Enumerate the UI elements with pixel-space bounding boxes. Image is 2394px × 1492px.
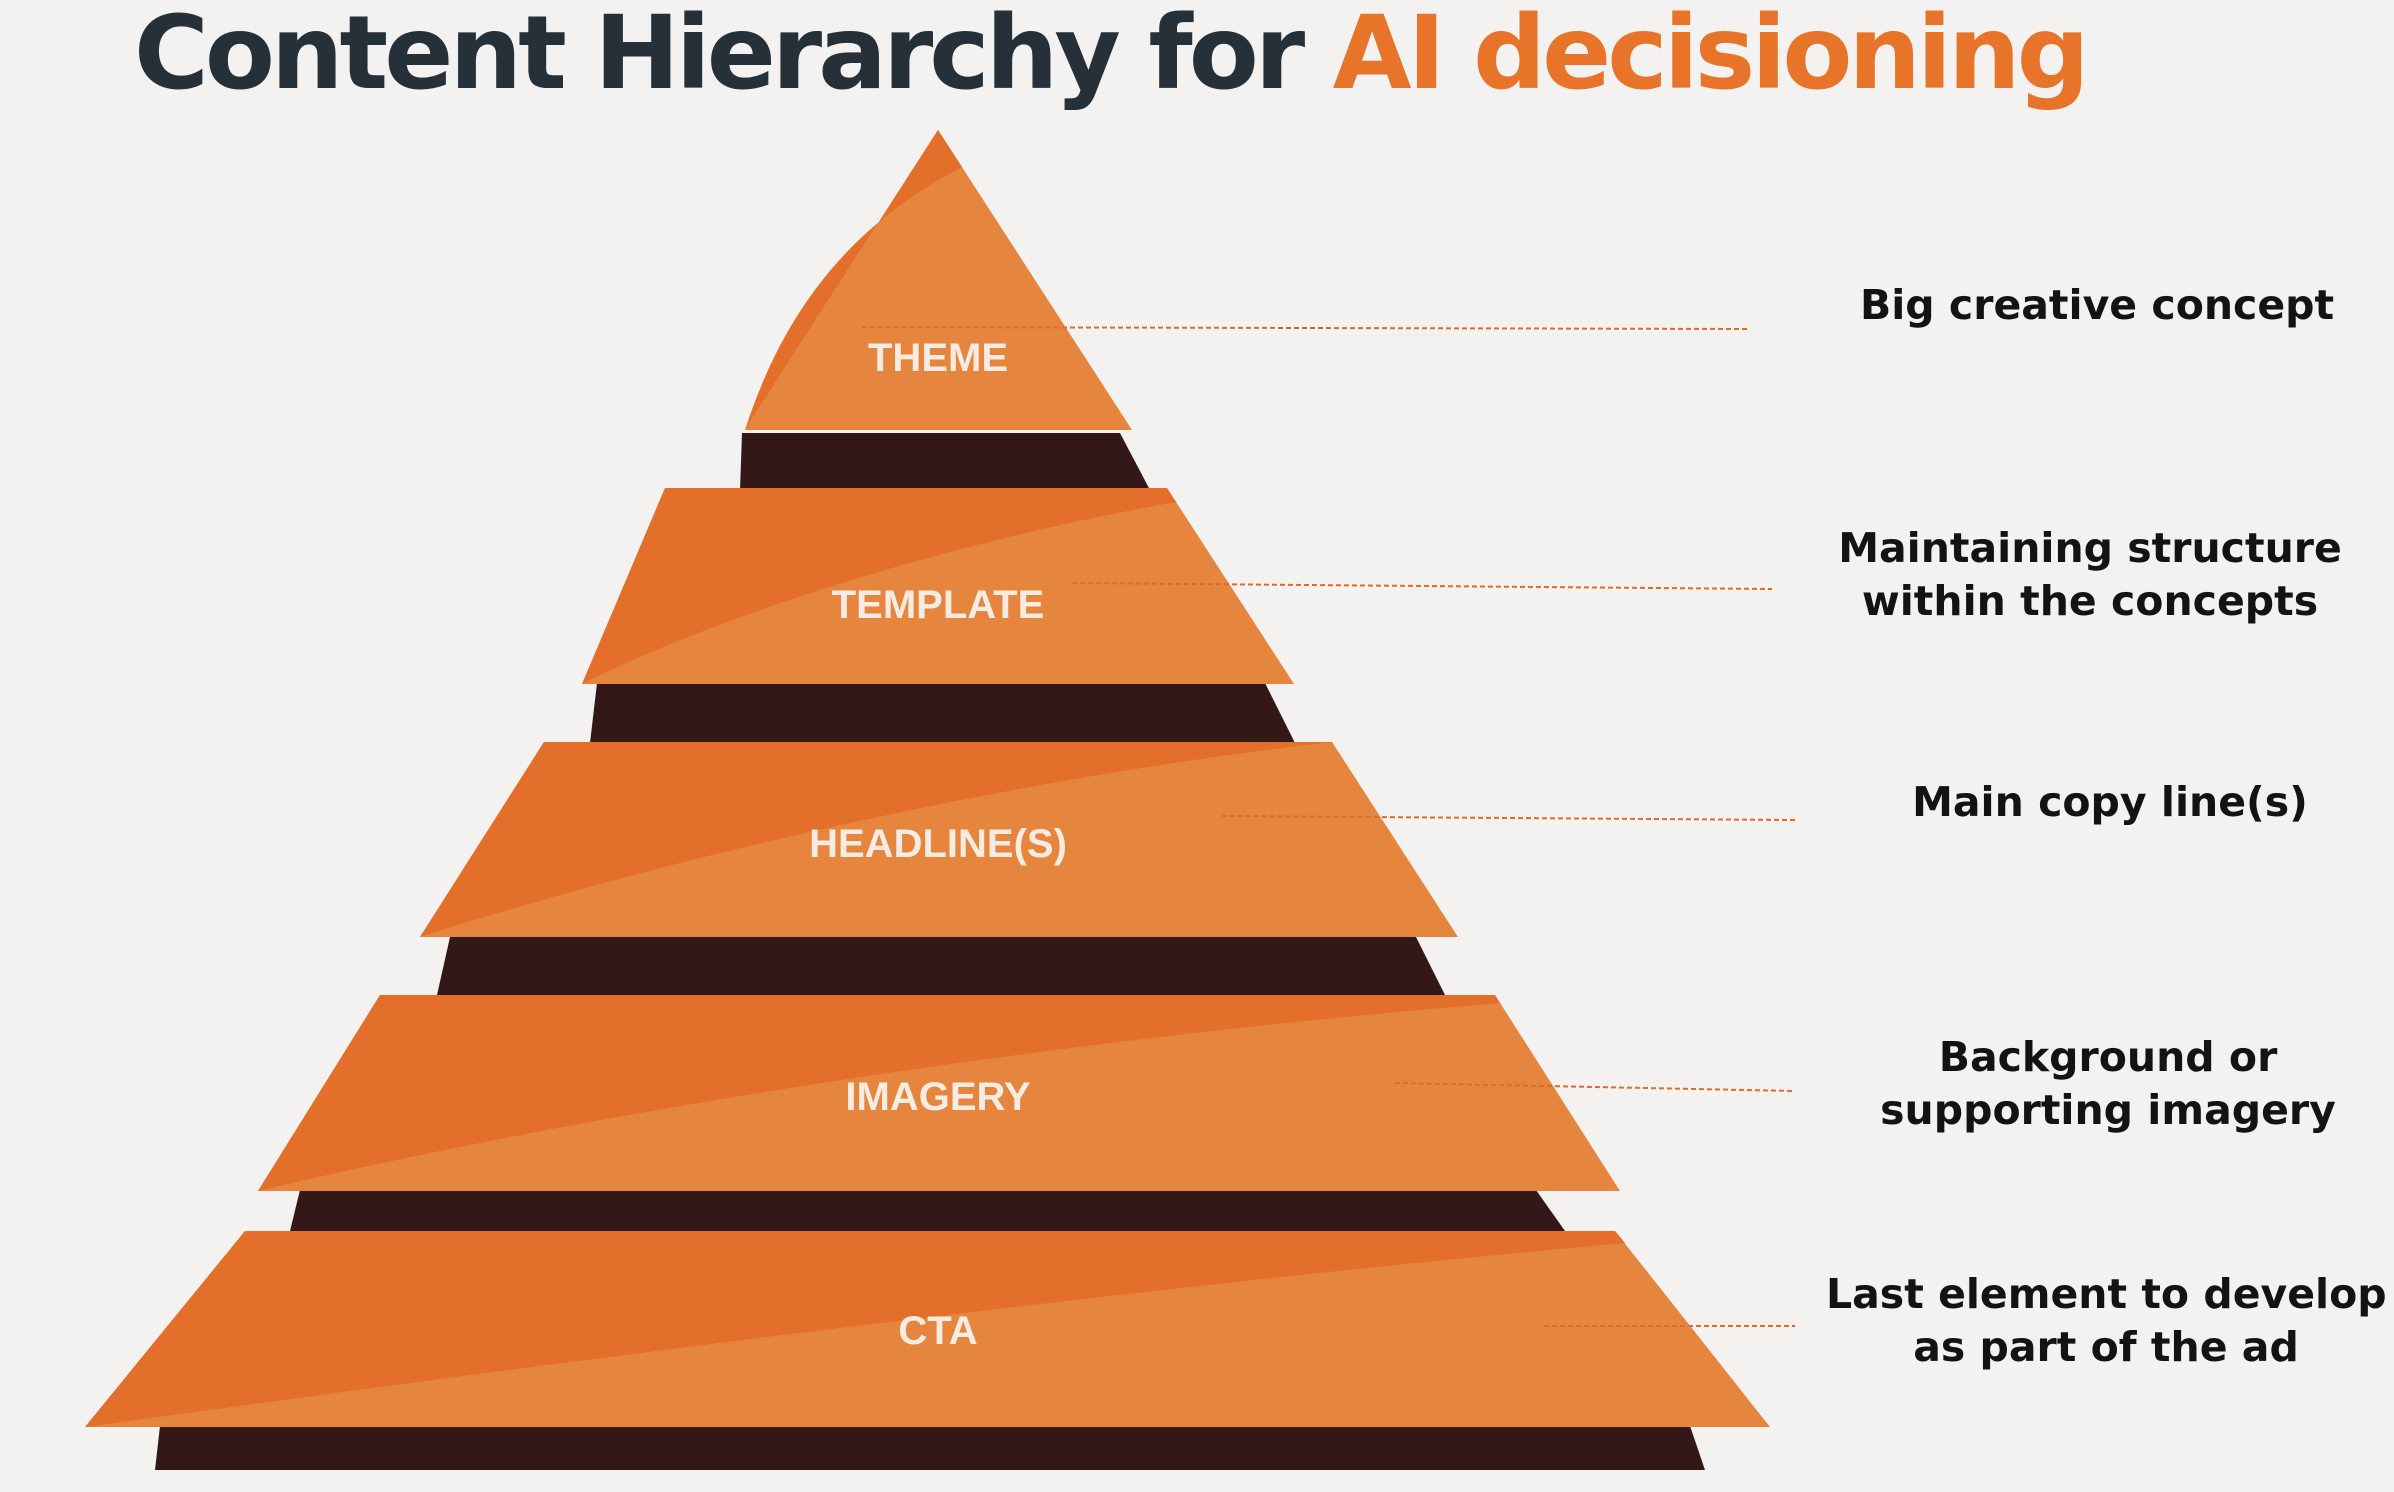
tier-label: CTA [898,1309,977,1353]
tier-template: TEMPLATE [582,488,1294,684]
description-line: Main copy line(s) [1912,778,2308,826]
description-line: Big creative concept [1860,281,2335,329]
band-5 [155,1426,1705,1470]
tier-description-theme: Big creative concept [1860,279,2335,332]
description-line: Last element to develop [1826,1270,2387,1318]
connector-line [1394,1082,1796,1092]
tier-description-cta: Last element to develop as part of the a… [1826,1268,2387,1374]
band-2 [590,683,1295,743]
band-4 [290,1190,1565,1231]
tier-label: THEME [868,336,1008,380]
title-accent: AI decisioning [1332,0,2090,113]
tier-headlines: HEADLINE(S) [420,742,1458,937]
title-main: Content Hierarchy for [134,0,1333,113]
connector-line [1071,582,1773,590]
description-line: within the concepts [1861,577,2319,625]
tier-description-template: Maintaining structure within the concept… [1830,522,2350,628]
tier-description-imagery: Background or supporting imagery [1858,1031,2358,1137]
tier-label: IMAGERY [845,1075,1031,1119]
tier-cta: CTA [85,1231,1770,1427]
tier-label: TEMPLATE [832,583,1045,627]
tier-label: HEADLINE(S) [809,822,1067,866]
description-line: Maintaining structure [1838,524,2342,572]
description-line: as part of the ad [1913,1323,2299,1371]
tier-theme: THEME [745,130,1132,430]
band-1 [740,433,1150,490]
tier-imagery: IMAGERY [258,995,1620,1191]
description-line: supporting imagery [1880,1086,2336,1134]
page-title: Content Hierarchy for AI decisioning [134,0,2090,113]
connector-line [861,326,1749,330]
description-line: Background or [1938,1033,2278,1081]
band-3 [437,937,1445,995]
tier-description-headlines: Main copy line(s) [1880,776,2340,829]
